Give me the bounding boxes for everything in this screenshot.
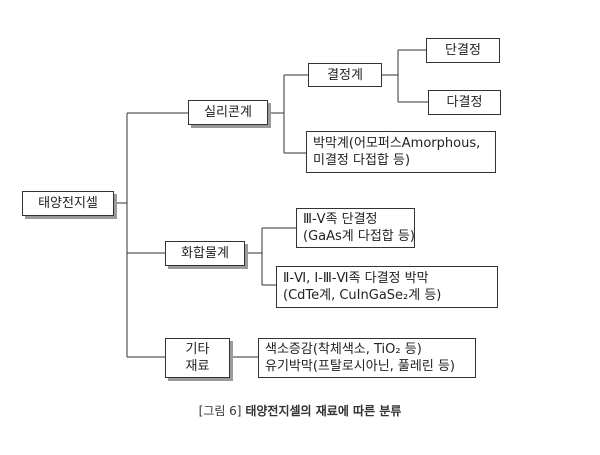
- thinfilm-node: 박막계(어모퍼스Amorphous, 미결정 다접합 등): [306, 131, 496, 173]
- poly-crystal-label: 다결정: [446, 95, 483, 110]
- root-label: 태양전지셀: [38, 196, 98, 211]
- thinfilm-line-2: 미결정 다접합 등): [313, 153, 411, 168]
- poly-crystal-node: 다결정: [428, 90, 501, 115]
- iii-v-line-2: (GaAs계 다접합 등): [303, 229, 415, 244]
- other-materials-node: 색소증감(착체색소, TiO₂ 등) 유기박막(프탈로시아닌, 풀레린 등): [258, 338, 476, 378]
- figure-caption: [그림 6] 태양전지셀의 재료에 따른 분류: [0, 402, 600, 419]
- silicon-label: 실리콘계: [204, 105, 252, 120]
- crystal-label: 결정계: [327, 67, 363, 83]
- ii-vi-line-1: Ⅱ-Ⅵ, Ⅰ-Ⅲ-Ⅵ족 다결정 박막: [283, 271, 429, 286]
- iii-v-line-1: Ⅲ-Ⅴ족 단결정: [303, 212, 378, 227]
- root-node: 태양전지셀: [22, 191, 114, 216]
- other-label-line-1: 기타: [185, 342, 210, 357]
- ii-vi-node: Ⅱ-Ⅵ, Ⅰ-Ⅲ-Ⅵ족 다결정 박막 (CdTe계, CuInGaSe₂계 등): [276, 266, 498, 308]
- compound-label: 화합물계: [181, 246, 229, 261]
- iii-v-node: Ⅲ-Ⅴ족 단결정 (GaAs계 다접합 등): [296, 208, 415, 248]
- figure-caption-text: 태양전지셀의 재료에 따른 분류: [245, 404, 402, 418]
- other-label-line-2: 재료: [185, 359, 210, 374]
- silicon-node: 실리콘계: [188, 100, 268, 125]
- single-crystal-label: 단결정: [445, 43, 481, 58]
- other-node: 기타 재료: [165, 338, 230, 378]
- ii-vi-line-2: (CdTe계, CuInGaSe₂계 등): [283, 288, 442, 303]
- organic-thinfilm-line: 유기박막(프탈로시아닌, 풀레린 등): [265, 359, 455, 374]
- figure-label: [그림 6]: [198, 404, 242, 418]
- dye-sensitized-line: 색소증감(착체색소, TiO₂ 등): [265, 342, 422, 357]
- compound-node: 화합물계: [165, 241, 245, 266]
- crystal-node: 결정계: [308, 63, 382, 87]
- thinfilm-line-1: 박막계(어모퍼스Amorphous,: [313, 136, 481, 151]
- single-crystal-node: 단결정: [426, 38, 500, 63]
